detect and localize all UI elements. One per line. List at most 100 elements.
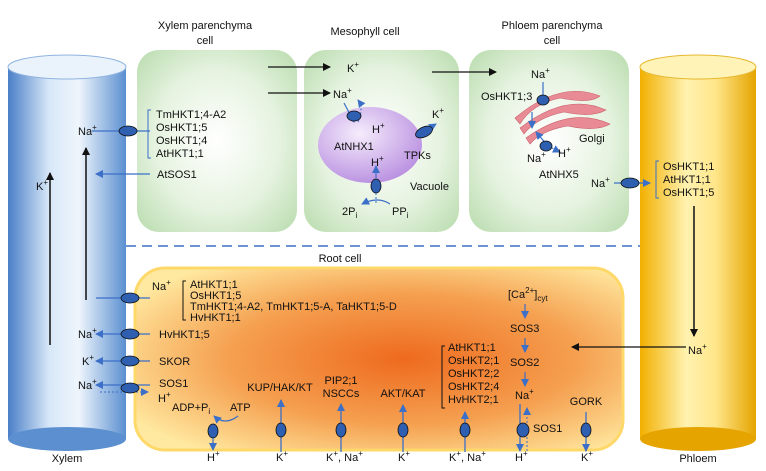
transporter-label: AtHKT1;1 — [448, 342, 496, 354]
h-atpase-pump — [207, 423, 219, 439]
phloem-transporter-list: OsHKT1;1 AtHKT1;1 OsHKT1;5 — [663, 161, 714, 199]
phloem-parenchyma-title-2: cell — [544, 35, 561, 47]
mesophyll-k-label: K+ — [347, 60, 359, 75]
skor-channel — [120, 355, 140, 367]
xylem-parenchyma-cell — [137, 50, 297, 232]
akt-k-label: K+ — [398, 449, 410, 464]
atnhx5-label: AtNHX5 — [539, 169, 579, 181]
transporter-label: OsHKT2;2 — [448, 368, 499, 380]
atnhx5-transporter — [539, 140, 553, 152]
kup-hak-kt-transporter — [275, 422, 287, 438]
tpks-channel — [415, 125, 433, 139]
hkt1-transporter-xylem-parenchyma — [118, 125, 138, 137]
akt-kat-label: AKT/KAT — [380, 388, 425, 400]
phloem-bracket — [655, 160, 659, 199]
transporter-label: HvHKT1;1 — [190, 312, 241, 324]
vacuole-h-label: H+ — [372, 121, 385, 136]
sos2-label: SOS2 — [510, 357, 539, 369]
oshkt13-transporter — [536, 94, 550, 106]
tpks-label: TPKs — [404, 150, 431, 162]
skor-k-label: K+ — [82, 353, 94, 368]
root-hkt2-transporter-list: AtHKT1;1 OsHKT2;1 OsHKT2;2 OsHKT2;4 HvHK… — [448, 342, 499, 406]
kup-hak-kt-label: KUP/HAK/KT — [247, 382, 313, 394]
transporter-label: OsHKT1;1 — [663, 161, 714, 173]
two-pi-label: 2Pi — [342, 206, 357, 220]
mesophyll-na-label: Na+ — [333, 86, 352, 101]
sos1-xylem-label: SOS1 — [159, 378, 188, 390]
phloem-hkt-transporter — [620, 177, 640, 189]
skor-label: SKOR — [159, 356, 190, 368]
atpase-h-label: H+ — [207, 449, 220, 464]
transporter-label: AtHKT1;1 — [156, 148, 204, 160]
mesophyll-title: Mesophyll cell — [330, 26, 399, 38]
hvhkt15-transporter — [120, 328, 140, 340]
nhx1-h-flux — [357, 99, 366, 123]
sos1-xylem-h-label: H+ — [158, 390, 171, 405]
hkt2-transporter — [459, 422, 471, 438]
xylem-parenchyma-title: Xylem parenchyma — [158, 20, 253, 32]
transporter-label: TmHKT1;4-A2 — [156, 109, 226, 121]
ppi-label: PPi — [392, 206, 409, 220]
gork-label: GORK — [570, 396, 603, 408]
ppase-h-label: H+ — [371, 154, 384, 169]
phloem-parenchyma-cell — [469, 50, 629, 232]
atnhx1-label: AtNHX1 — [334, 141, 374, 153]
xylem-parenchyma-title-2: cell — [197, 35, 214, 47]
transporter-label: OsHKT1;5 — [663, 187, 714, 199]
sos1-root-label: SOS1 — [533, 423, 562, 435]
nscc-channel — [335, 422, 347, 438]
tpk-k-label: K+ — [432, 106, 444, 121]
transporter-label: TmHKT1;4-A2, TmHKT1;5-A, TaHKT1;5-D — [190, 301, 397, 313]
golgi-na-bottom-label: Na+ — [527, 150, 546, 165]
gork-channel — [580, 422, 592, 438]
phloem-parenchyma-title: Phloem parenchyma — [502, 20, 604, 32]
atp-hydrolysis-arrow — [213, 415, 239, 424]
golgi-apparatus — [514, 90, 611, 145]
pip21-label: PIP2;1 — [324, 375, 357, 387]
sos1-xylem-antiporter — [120, 382, 140, 394]
transporter-label: OsHKT2;4 — [448, 381, 499, 393]
xylem-k-label: K+ — [36, 178, 48, 193]
ca-cyt-label: [Ca2+]cyt — [508, 286, 548, 303]
hkt2-bracket — [441, 345, 445, 409]
transporter-label: AtHKT1;1 — [190, 279, 238, 291]
transporter-label: AtHKT1;1 — [663, 174, 711, 186]
adp-label: ADP+Pi — [172, 402, 210, 416]
oshkt13-label: OsHKT1;3 — [481, 91, 532, 103]
vacuole — [318, 107, 422, 183]
sos1-antiporter — [516, 422, 530, 438]
ppase-pump — [370, 178, 382, 194]
transporter-label: HvHKT2;1 — [448, 394, 499, 406]
sos1-xylem-na-label: Na+ — [78, 377, 97, 392]
nscc-ions-label: K+, Na+ — [326, 449, 363, 464]
xylem-label: Xylem — [52, 453, 83, 465]
transporter-bracket — [147, 109, 151, 159]
phloem-na-label: Na+ — [591, 175, 610, 190]
xylem-na-label: Na+ — [78, 123, 97, 138]
sos1-h-label: H+ — [515, 449, 528, 464]
xylem-parenchyma-transporter-list: TmHKT1;4-A2 OsHKT1;5 OsHKT1;4 AtHKT1;1 — [156, 109, 226, 160]
hkt2-ions-label: K+, Na+ — [449, 449, 486, 464]
root-cell-na-label: Na+ — [152, 278, 171, 293]
phloem-recirculation-na-label: Na+ — [688, 342, 707, 357]
nsccs-label: NSCCs — [323, 388, 360, 400]
root-hkt1-transporter — [120, 292, 140, 304]
root-bracket — [182, 280, 186, 321]
golgi-h-label: H+ — [558, 145, 571, 160]
atp-label: ATP — [230, 402, 251, 414]
root-top-transporter-list: AtHKT1;1 OsHKT1;5 TmHKT1;4-A2, TmHKT1;5-… — [190, 279, 397, 324]
golgi-na-top-label: Na+ — [531, 66, 550, 81]
root-cell-label: Root cell — [319, 253, 362, 265]
sos3-label: SOS3 — [510, 323, 539, 335]
gork-k-label: K+ — [581, 449, 593, 464]
transporter-label: OsHKT1;4 — [156, 135, 207, 147]
golgi-label: Golgi — [579, 133, 605, 145]
sos1-na-label: Na+ — [515, 387, 534, 402]
ppi-hydrolysis-arrow — [361, 197, 391, 205]
hvhkt15-label: HvHKT1;5 — [159, 329, 210, 341]
kup-k-label: K+ — [276, 449, 288, 464]
atnhx1-transporter — [346, 110, 362, 122]
phloem-label: Phloem — [679, 453, 716, 465]
transporter-label: OsHKT1;5 — [190, 290, 241, 302]
